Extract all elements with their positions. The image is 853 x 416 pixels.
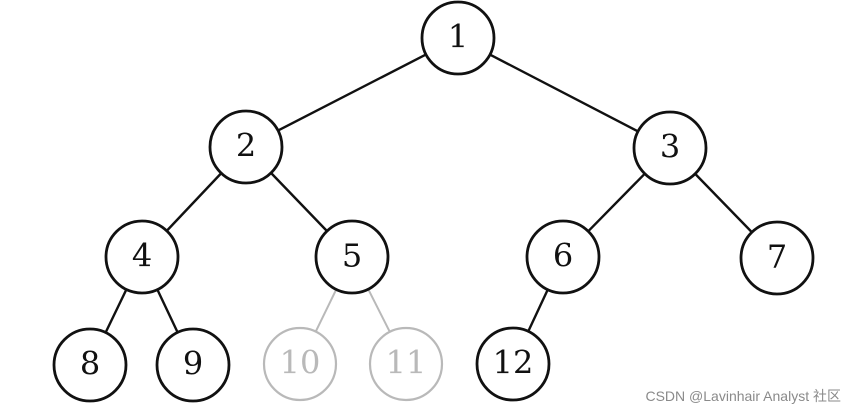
node-label: 3: [660, 128, 680, 166]
edge-2-5: [270, 172, 328, 232]
tree-node-12: 12: [475, 326, 551, 402]
node-circle: [262, 326, 338, 402]
node-circle: [739, 220, 815, 296]
edge-3-6: [587, 173, 646, 232]
node-circle: [632, 110, 708, 186]
edge-1-2: [277, 53, 427, 132]
tree-node-7: 7: [739, 220, 815, 296]
tree-node-10: 10: [262, 326, 338, 402]
node-label: 7: [767, 238, 787, 276]
node-label: 4: [132, 237, 152, 275]
edge-5-11: [367, 289, 391, 332]
watermark-text: CSDN @Lavinhair Analyst 社区: [645, 388, 841, 404]
node-label: 11: [386, 344, 427, 382]
tree-node-9: 9: [155, 327, 231, 403]
node-circle: [475, 326, 551, 402]
tree-node-6: 6: [525, 219, 601, 295]
node-circle: [420, 0, 496, 76]
node-label: 10: [280, 344, 321, 382]
tree-edges: [104, 53, 753, 333]
tree-node-4: 4: [104, 219, 180, 295]
node-label: 6: [553, 237, 573, 275]
node-circle: [368, 326, 444, 402]
edge-4-9: [156, 289, 179, 333]
tree-node-11: 11: [368, 326, 444, 402]
node-label: 2: [236, 127, 256, 165]
edge-3-7: [694, 173, 753, 233]
node-label: 8: [80, 345, 100, 383]
node-circle: [525, 219, 601, 295]
tree-node-2: 2: [208, 109, 284, 185]
tree-node-3: 3: [632, 110, 708, 186]
edge-6-12: [527, 289, 549, 332]
node-circle: [314, 219, 390, 295]
edge-5-10: [315, 289, 337, 332]
node-label: 5: [342, 237, 362, 275]
tree-node-5: 5: [314, 219, 390, 295]
node-label: 1: [448, 18, 468, 56]
node-circle: [52, 327, 128, 403]
edge-1-3: [489, 53, 639, 133]
tree-node-8: 8: [52, 327, 128, 403]
node-circle: [155, 327, 231, 403]
node-label: 9: [183, 345, 203, 383]
tree-node-1: 1: [420, 0, 496, 76]
edge-4-8: [104, 289, 128, 333]
node-circle: [104, 219, 180, 295]
node-circle: [208, 109, 284, 185]
node-label: 12: [493, 344, 534, 382]
edge-2-4: [166, 172, 222, 232]
